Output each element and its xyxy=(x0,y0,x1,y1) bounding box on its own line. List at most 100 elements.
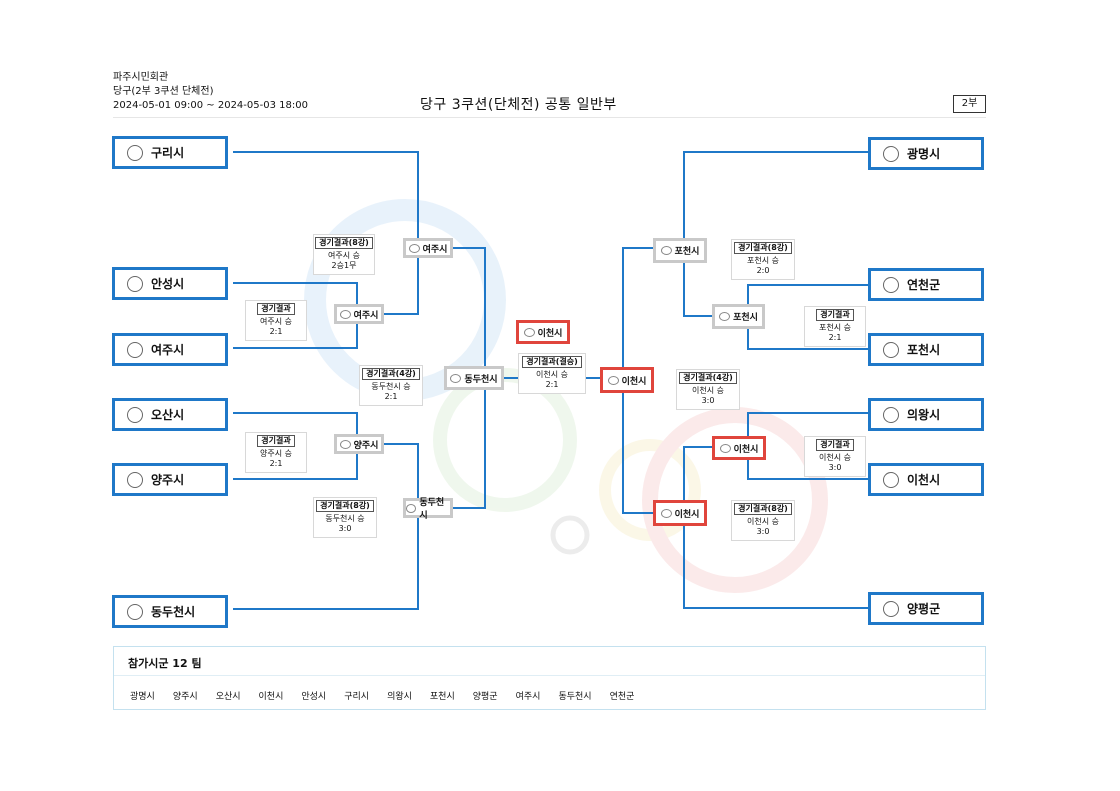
team-name: 의왕시 xyxy=(907,408,941,422)
participants-panel: 참가시군 12 팀 광명시 양주시 오산시 이천시 안성시 구리시 의왕시 포천… xyxy=(113,646,986,710)
team-box-right-2: 연천군 xyxy=(868,268,984,301)
result-score: 2승1무 xyxy=(331,261,357,270)
team-name: 연천군 xyxy=(907,278,941,292)
match-winner-box: 포천시 xyxy=(653,238,707,263)
participant-item: 양평군 xyxy=(472,692,498,702)
emblem-icon xyxy=(883,276,899,293)
team-name: 동두천시 xyxy=(151,605,196,619)
result-label: 경기결과(결승) xyxy=(522,356,582,368)
result-label: 경기결과(8강) xyxy=(315,237,373,249)
team-name: 안성시 xyxy=(151,277,185,291)
match-winner-box: 이천시 xyxy=(712,436,766,460)
champion-box: 이천시 xyxy=(516,320,570,344)
match-winner-name: 이천시 xyxy=(733,444,759,455)
result-score: 2:0 xyxy=(756,266,770,275)
venue-text: 파주시민회관 xyxy=(113,72,169,83)
match-winner-box: 이천시 xyxy=(653,500,707,526)
emblem-icon xyxy=(607,375,619,385)
emblem-icon xyxy=(523,327,535,337)
team-box-right-4: 의왕시 xyxy=(868,398,984,431)
header-divider xyxy=(113,117,986,118)
result-score: 3:0 xyxy=(701,396,715,405)
team-name: 포천시 xyxy=(907,343,941,357)
result-winner: 동두천시 승 xyxy=(371,382,411,391)
match-winner-box: 이천시 xyxy=(600,367,654,393)
result-score: 3:0 xyxy=(756,527,770,536)
team-box-right-5: 이천시 xyxy=(868,463,984,496)
match-winner-name: 동두천시 xyxy=(464,374,498,385)
team-box-left-6: 동두천시 xyxy=(112,595,228,628)
result-label: 경기결과(8강) xyxy=(734,242,792,254)
participant-item: 의왕시 xyxy=(387,692,412,702)
result-winner: 이천시 승 xyxy=(819,453,851,462)
team-box-right-3: 포천시 xyxy=(868,333,984,366)
match-winner-box: 양주시 xyxy=(334,434,384,454)
participant-item: 안성시 xyxy=(301,692,327,702)
emblem-icon xyxy=(883,341,899,358)
participants-list: 광명시 양주시 오산시 이천시 안성시 구리시 의왕시 포천시 양평군 여주시 … xyxy=(130,689,652,702)
result-label: 경기결과 xyxy=(257,435,295,447)
match-winner-box: 동두천시 xyxy=(444,366,504,390)
match-winner-name: 포천시 xyxy=(674,247,700,257)
emblem-icon xyxy=(408,243,420,253)
match-winner-box: 여주시 xyxy=(334,304,384,324)
result-label: 경기결과 xyxy=(816,439,854,451)
match-winner-box: 여주시 xyxy=(403,238,453,258)
result-score: 3:0 xyxy=(828,463,842,472)
match-winner-box: 동두천시 xyxy=(403,498,453,521)
emblem-icon xyxy=(127,275,143,292)
team-box-right-1: 광명시 xyxy=(868,137,984,170)
result-winner: 동두천시 승 xyxy=(325,514,365,523)
emblem-icon xyxy=(883,471,899,488)
result-score: 2:1 xyxy=(545,380,559,389)
emblem-icon xyxy=(127,144,143,161)
emblem-icon xyxy=(339,309,351,319)
team-name: 양평군 xyxy=(907,602,941,616)
period-text: 2024-05-01 09:00 ~ 2024-05-03 18:00 xyxy=(113,100,308,111)
emblem-icon xyxy=(719,443,731,453)
result-winner: 이천시 승 xyxy=(747,517,779,526)
result-label: 경기결과 xyxy=(816,309,854,321)
team-box-left-1: 구리시 xyxy=(112,136,228,169)
emblem-icon xyxy=(660,508,672,518)
result-winner: 이천시 승 xyxy=(536,370,568,379)
emblem-icon xyxy=(127,603,143,620)
participant-item: 광명시 xyxy=(130,692,155,702)
emblem-icon xyxy=(883,145,899,162)
team-box-left-5: 양주시 xyxy=(112,463,228,496)
match-winner-name: 양주시 xyxy=(353,440,379,451)
participants-title: 참가시군 12 팀 xyxy=(128,657,202,670)
result-score: 2:1 xyxy=(269,327,283,336)
match-winner-name: 여주시 xyxy=(422,244,448,255)
result-label: 경기결과(4강) xyxy=(679,372,737,384)
participant-item: 여주시 xyxy=(515,692,541,702)
match-winner-name: 동두천시 xyxy=(419,498,445,521)
participant-item: 연천군 xyxy=(609,692,635,702)
emblem-icon xyxy=(127,341,143,358)
participant-item: 이천시 xyxy=(258,692,284,702)
participant-item: 양주시 xyxy=(172,692,198,702)
result-score: 2:1 xyxy=(269,459,283,468)
result-label: 경기결과(8강) xyxy=(734,503,792,515)
result-label: 경기결과 xyxy=(257,303,295,315)
result-score: 2:1 xyxy=(828,333,842,342)
emblem-icon xyxy=(450,373,462,383)
result-score: 3:0 xyxy=(338,524,352,533)
panel-divider xyxy=(114,675,985,676)
match-winner-name: 이천시 xyxy=(621,376,647,387)
match-winner-name: 여주시 xyxy=(353,310,379,321)
division-badge: 2부 xyxy=(953,95,986,113)
participant-item: 구리시 xyxy=(344,692,370,702)
emblem-icon xyxy=(406,503,417,513)
result-winner: 여주시 승 xyxy=(260,317,292,326)
participant-item: 포천시 xyxy=(429,692,455,702)
team-box-left-3: 여주시 xyxy=(112,333,228,366)
